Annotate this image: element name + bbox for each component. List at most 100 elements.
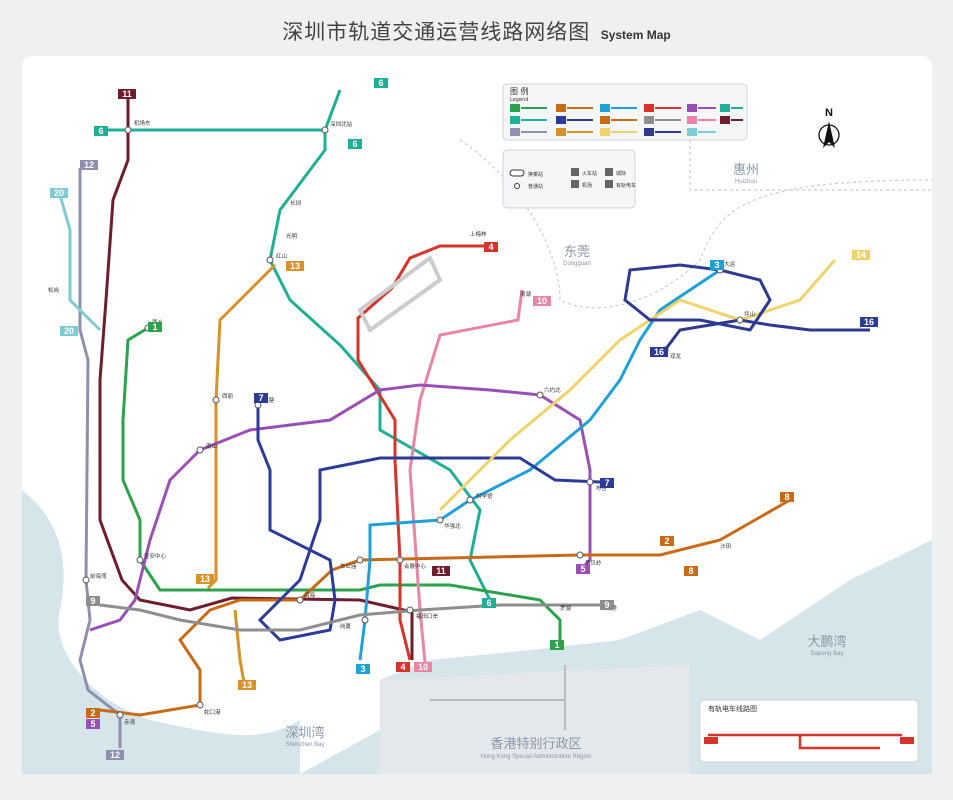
hongkong-line — [430, 665, 566, 730]
line-5-path[interactable] — [89, 383, 592, 632]
line-badge-8b[interactable]: 8 — [784, 492, 789, 502]
line-badge-11b[interactable]: 11 — [436, 566, 446, 576]
line-badge-12[interactable]: 12 — [84, 160, 94, 170]
station-label[interactable]: 前海湾 — [90, 572, 107, 580]
line-14-path[interactable] — [438, 259, 837, 512]
station-label[interactable]: 车公庙 — [340, 562, 357, 570]
station-label[interactable]: 六约北 — [544, 386, 561, 394]
station-label[interactable]: 上梅林 — [470, 230, 487, 238]
line-4-path[interactable] — [356, 244, 495, 661]
airport-icon — [571, 180, 579, 188]
line-badge-9[interactable]: 9 — [90, 596, 95, 606]
station-label[interactable]: 科学馆 — [476, 492, 493, 500]
station-label[interactable]: 深圳北站 — [330, 120, 353, 128]
line-badge-16[interactable]: 16 — [864, 317, 874, 327]
line-badge-6b[interactable]: 6 — [352, 139, 357, 149]
map-header: 深圳市轨道交通运营线路网络图 System Map — [0, 16, 953, 46]
station-label[interactable]: 宝安中心 — [144, 552, 167, 560]
line-badge-11[interactable]: 11 — [122, 89, 132, 99]
station-label[interactable]: 机场东 — [134, 119, 151, 127]
line-badge-5[interactable]: 5 — [580, 564, 585, 574]
station-label[interactable]: 沙田 — [720, 543, 731, 550]
line-badge-13[interactable]: 13 — [290, 261, 300, 271]
line-badge-1[interactable]: 1 — [152, 322, 157, 332]
line-badge-1b[interactable]: 1 — [554, 640, 559, 650]
legend-airport: 机场 — [582, 182, 592, 189]
station-label[interactable]: 南山 — [206, 442, 217, 450]
line-badge-3b[interactable]: 3 — [360, 664, 365, 674]
line-badge-20b[interactable]: 20 — [64, 326, 74, 336]
legend-station: 普通站 — [528, 183, 543, 190]
line-2-8-path[interactable] — [99, 498, 791, 717]
line-badge-3[interactable]: 3 — [714, 260, 719, 270]
page-title: 深圳市轨道交通运营线路网络图 — [282, 20, 591, 44]
area-label-hongkong: 香港特别行政区 — [490, 737, 581, 752]
area-label-huizhou-en: Huizhou — [735, 179, 757, 185]
line-badge-9b[interactable]: 9 — [604, 600, 609, 610]
line-badge-2[interactable]: 2 — [664, 536, 669, 546]
station-label[interactable]: 大运 — [724, 260, 736, 268]
area-label-hongkong-en: Hong Kong Special Administrative Region — [480, 754, 591, 760]
station-label[interactable]: 蛇口港 — [204, 708, 221, 716]
station-label[interactable]: 红山 — [276, 252, 287, 260]
station-label[interactable]: 福田口岸 — [416, 612, 439, 620]
land-area — [22, 56, 932, 774]
station-icon — [514, 183, 520, 189]
line-1-path[interactable] — [121, 326, 562, 640]
line-3-east-loop[interactable] — [623, 263, 772, 332]
line-badge-10[interactable]: 10 — [537, 296, 547, 306]
station-label[interactable]: 双龙 — [670, 352, 682, 360]
station-label[interactable]: 西丽 — [222, 393, 234, 400]
line-badge-13b[interactable]: 13 — [200, 574, 210, 584]
station-label[interactable]: 光明 — [286, 232, 298, 240]
line-badge-6[interactable]: 6 — [98, 126, 103, 136]
station-label[interactable]: 黄贝岭 — [585, 559, 602, 567]
legend-intercity: 城际 — [616, 170, 626, 177]
line-badge-4[interactable]: 4 — [488, 242, 493, 252]
tram-inset-title: 有轨电车线路图 — [708, 704, 757, 713]
station-label[interactable]: 会展中心 — [404, 562, 427, 570]
station-label[interactable]: 赤湾 — [124, 718, 136, 726]
line-badge-6d[interactable]: 6 — [486, 598, 491, 608]
legend-tram: 有轨电车 — [616, 182, 636, 189]
line-6-path-b[interactable] — [268, 259, 492, 601]
line-badge-16b[interactable]: 16 — [654, 347, 664, 357]
legend-panel: 图 例 Legend — [502, 83, 748, 141]
station-label[interactable]: 长圳 — [290, 199, 302, 207]
station-label[interactable]: 后海 — [304, 591, 316, 599]
line-badge-5b[interactable]: 5 — [90, 719, 95, 729]
line-badge-14[interactable]: 14 — [856, 250, 866, 260]
tram-loop — [357, 254, 443, 333]
train-station-icon — [571, 168, 579, 176]
station-dots[interactable] — [82, 126, 744, 719]
tram-icon — [605, 180, 613, 188]
line-9-path[interactable] — [99, 603, 600, 632]
station-label[interactable]: 罗湖 — [560, 604, 572, 612]
line-20-path[interactable] — [58, 194, 102, 332]
line-badge-12b[interactable]: 12 — [110, 750, 120, 760]
line-badge-6c[interactable]: 6 — [378, 78, 383, 88]
shenzhen-bay-water — [22, 490, 300, 774]
line-badge-7b[interactable]: 7 — [604, 478, 609, 488]
hongkong-region — [380, 665, 690, 774]
line-11-path[interactable] — [98, 98, 414, 660]
line-badge-10b[interactable]: 10 — [418, 662, 428, 672]
line-badge-20[interactable]: 20 — [54, 188, 64, 198]
line-3-path[interactable] — [358, 268, 721, 661]
line-badge-8[interactable]: 8 — [688, 566, 693, 576]
line-badge-2b[interactable]: 2 — [90, 708, 95, 718]
line-13-path-b[interactable] — [233, 609, 247, 689]
station-label[interactable]: 坪山 — [744, 310, 755, 318]
line-badges[interactable]: 11 6 6 6 12 20 20 1 13 4 10 3 16 16 7 7 … — [50, 78, 878, 760]
legend-symbols: 换乘站 普通站 火车站 城际 机场 有轨电车 — [502, 149, 636, 209]
line-badge-13c[interactable]: 13 — [242, 680, 252, 690]
line-badge-4b[interactable]: 4 — [400, 662, 405, 672]
station-label[interactable]: 岗厦 — [340, 623, 352, 630]
line-badge-7[interactable]: 7 — [258, 393, 263, 403]
station-label[interactable]: 上塘 — [263, 396, 275, 404]
station-label[interactable]: 清湖 — [520, 290, 532, 298]
station-label[interactable]: 松岗 — [48, 286, 59, 294]
station-label[interactable]: 华强北 — [444, 522, 461, 530]
